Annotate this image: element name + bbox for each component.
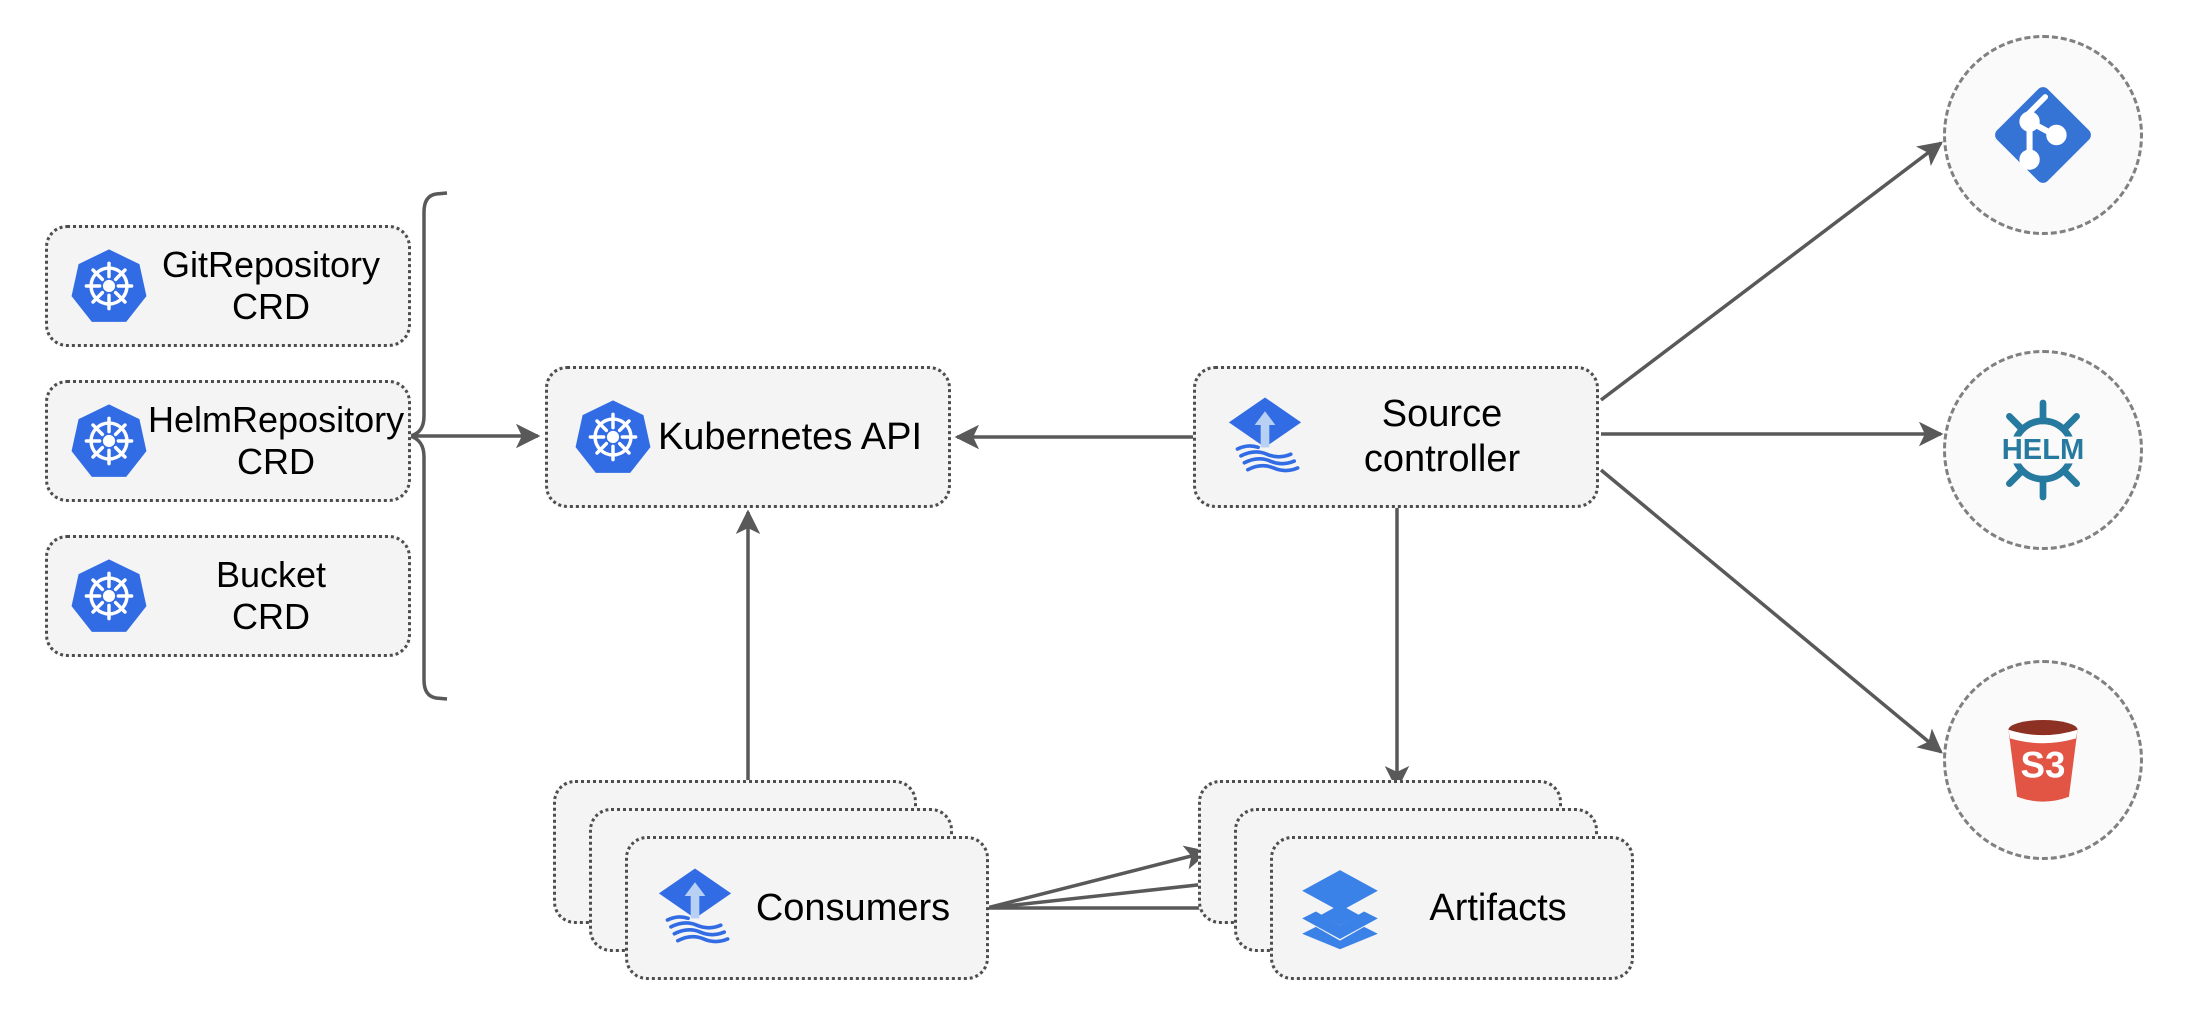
edge-source-controller-to-git <box>1599 141 1943 402</box>
node-artifacts[interactable]: Artifacts <box>1198 780 1678 1030</box>
endpoint-git[interactable] <box>1943 35 2143 235</box>
helm-icon: HELM <box>1995 399 2091 501</box>
layers-icon <box>1302 870 1378 950</box>
node-label: Source controller <box>1363 393 1521 480</box>
node-label: Bucket CRD <box>215 553 327 637</box>
endpoint-s3[interactable]: S3 <box>1943 660 2143 860</box>
kubernetes-icon <box>71 559 147 632</box>
helm-label: HELM <box>2002 434 2084 466</box>
s3-icon: S3 <box>2008 720 2078 802</box>
node-label: GitRepository CRD <box>161 243 381 327</box>
node-label: HelmRepository CRD <box>148 398 405 482</box>
node-helmrepository-crd[interactable]: HelmRepository CRD <box>45 380 411 502</box>
git-icon <box>1995 87 2091 183</box>
node-label: Artifacts <box>1429 886 1567 929</box>
node-gitrepository-crd[interactable]: GitRepository CRD <box>45 225 411 347</box>
flux-icon <box>658 868 732 944</box>
node-kubernetes-api[interactable]: Kubernetes API <box>545 366 951 508</box>
node-label: Consumers <box>755 886 951 929</box>
consumers-stack-front[interactable]: Consumers <box>625 836 989 980</box>
s3-label: S3 <box>2021 744 2066 785</box>
artifacts-stack-front[interactable]: Artifacts <box>1270 836 1634 980</box>
node-consumers[interactable]: Consumers <box>553 780 1033 1030</box>
kubernetes-icon <box>71 404 147 477</box>
flux-icon <box>1228 397 1302 473</box>
node-label: Kubernetes API <box>657 415 923 458</box>
node-bucket-crd[interactable]: Bucket CRD <box>45 535 411 657</box>
edge-source-controller-to-s3 <box>1599 468 1943 754</box>
kubernetes-icon <box>575 400 651 473</box>
endpoint-helm[interactable]: HELM <box>1943 350 2143 550</box>
kubernetes-icon <box>71 249 147 322</box>
node-source-controller[interactable]: Source controller <box>1193 366 1599 508</box>
